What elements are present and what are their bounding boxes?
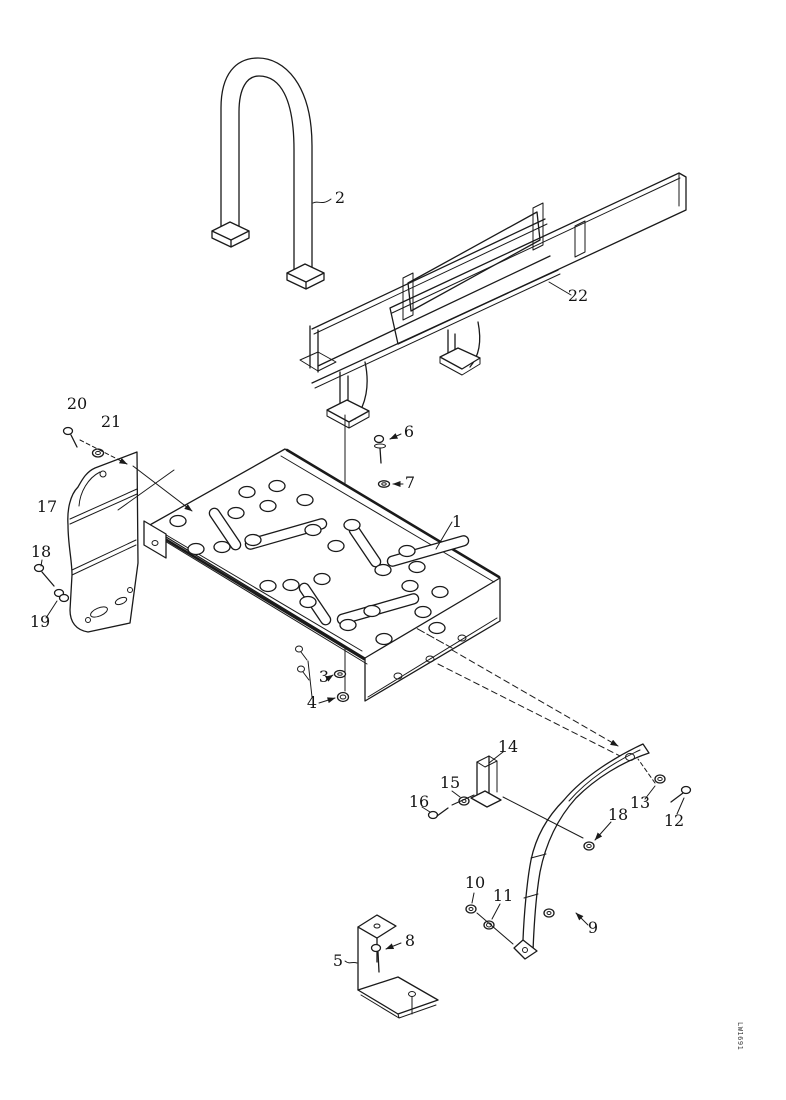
hardware-studs-under-deck [295, 645, 313, 698]
leader-10 [471, 892, 475, 904]
callout-5: 5 [333, 951, 343, 970]
leader-to-bracket9 [451, 649, 619, 747]
alignment-line-foot [476, 912, 514, 945]
callout-10: 10 [465, 873, 485, 892]
leader-21-to-bracket [79, 439, 128, 465]
callout-3: 3 [319, 667, 329, 686]
hardware-bolt-12 [670, 785, 692, 803]
callout-labels: 2 22 1 6 7 20 21 17 18 19 3 4 5 8 10 11 … [30, 188, 684, 970]
leader-2 [312, 198, 332, 204]
callout-14: 14 [498, 737, 518, 756]
hardware-washer-21 [91, 448, 105, 458]
drawing-code: LW1691 [736, 1022, 744, 1051]
hardware-washer-10 [465, 904, 477, 914]
leader-12 [676, 797, 685, 815]
leader-13 [644, 785, 656, 800]
part-right-bracket [513, 743, 650, 960]
callout-1: 1 [452, 512, 462, 531]
perforation-holes [169, 479, 449, 646]
hardware-washer-7 [377, 480, 391, 488]
part-step-platform [143, 448, 501, 702]
callout-4: 4 [307, 693, 317, 712]
hardware-washer-15 [458, 796, 470, 806]
hardware-nut-11 [483, 920, 495, 930]
alignment-line-bracket14 [451, 794, 584, 839]
leader-8 [385, 942, 402, 950]
callout-12: 12 [664, 811, 684, 830]
hardware-bolt-20 [62, 426, 78, 448]
leader-15 [451, 790, 461, 798]
leader-17-to-platform [132, 465, 193, 512]
callout-9: 9 [588, 918, 598, 937]
callout-16: 16 [409, 792, 429, 811]
callout-8: 8 [405, 931, 415, 950]
leader-11 [491, 903, 501, 920]
callout-7: 7 [405, 473, 415, 492]
leader-to-bracket9-b [437, 663, 629, 761]
part-rail-channel [299, 172, 687, 429]
callout-22: 22 [568, 286, 588, 305]
hardware-washer-3 [333, 669, 347, 679]
leader-5 [344, 960, 358, 964]
hardware-bolt-18 [33, 563, 55, 587]
callout-18: 18 [31, 542, 51, 561]
hardware-nut-4 [336, 691, 350, 703]
hardware-washer-18b [583, 841, 595, 851]
callout-20: 20 [67, 394, 87, 413]
hardware-bolt-8 [370, 943, 382, 973]
part-top-bracket-14 [470, 755, 502, 808]
leader-18b [594, 821, 612, 841]
leader-4 [318, 697, 336, 704]
leader-16 [421, 806, 431, 813]
callout-13: 13 [630, 793, 650, 812]
leader-18 [40, 559, 43, 567]
leader-1 [435, 521, 453, 550]
part-grab-handle [211, 57, 325, 290]
part-c-bracket [357, 914, 439, 1019]
part-left-bracket [67, 451, 139, 633]
leader-3 [325, 674, 334, 682]
leader-cross-line [117, 469, 175, 511]
callout-19: 19 [30, 612, 50, 631]
callout-6: 6 [404, 422, 414, 441]
hardware-nut-19 [53, 588, 70, 603]
callout-2: 2 [335, 188, 345, 207]
callout-17: 17 [37, 497, 57, 516]
leader-13-to-bracket [637, 758, 656, 784]
leader-6 [389, 433, 402, 440]
callout-11: 11 [493, 886, 513, 905]
leader-19 [45, 600, 58, 619]
callout-21: 21 [101, 412, 121, 431]
hardware-washer-13 [654, 774, 666, 784]
callout-15: 15 [440, 773, 460, 792]
leader-22 [548, 281, 572, 296]
leader-9 [575, 912, 589, 926]
leader-14 [488, 751, 504, 764]
callout-18b: 18 [608, 805, 628, 824]
hardware-bolt-16 [427, 807, 449, 820]
hardware-bolt-6 [373, 434, 386, 464]
